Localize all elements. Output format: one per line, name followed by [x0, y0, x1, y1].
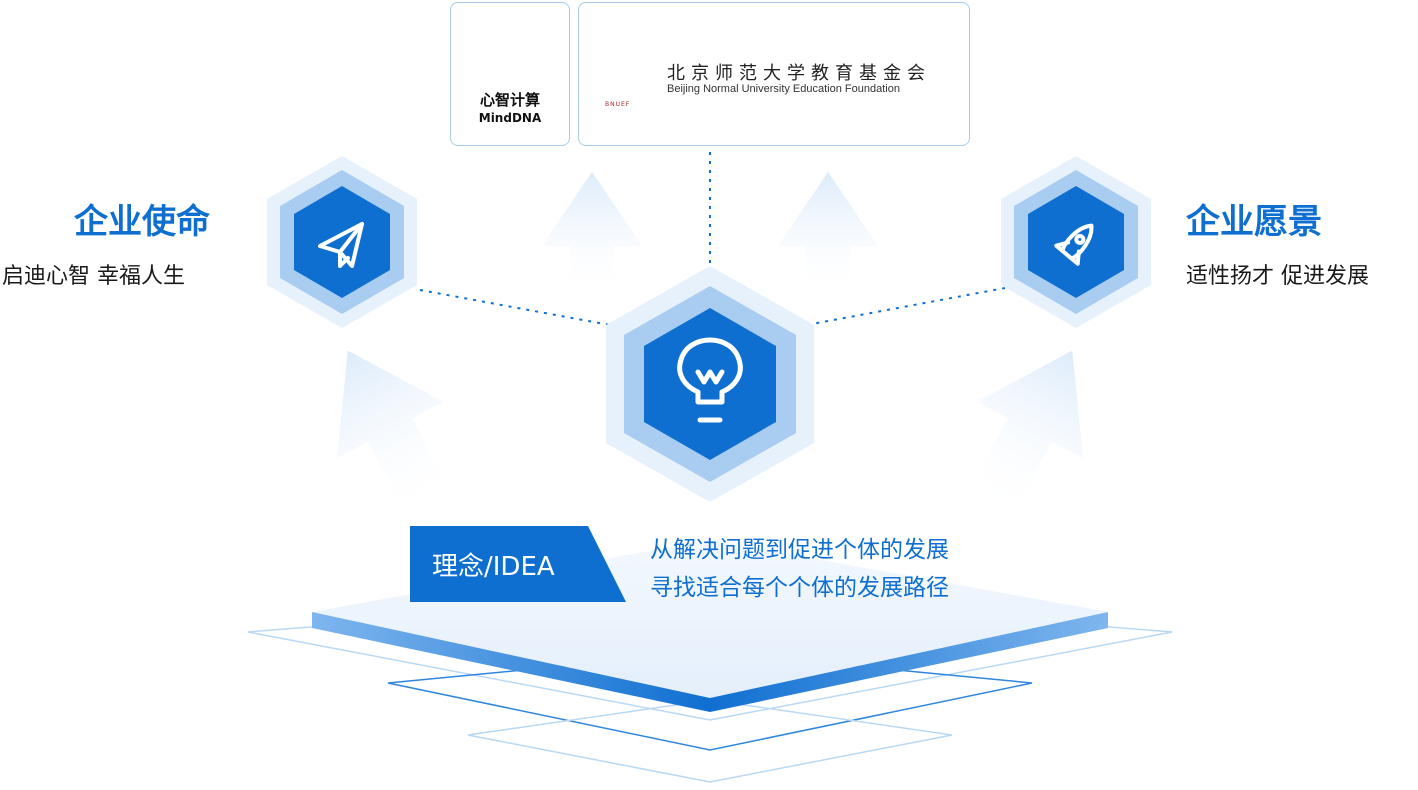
idea-line-1: 从解决问题到促进个体的发展 [650, 537, 949, 563]
bnu-seal-text: BNUEF [605, 101, 631, 108]
bnu-foundation-name-cn: 北京师范大学教育基金会 [667, 63, 931, 84]
vision-subtitle: 适性扬才 促进发展 [1186, 264, 1369, 289]
minddna-logo-en: MindDNA [478, 111, 542, 125]
bnu-foundation-name-en: Beijing Normal University Education Foun… [667, 83, 900, 95]
idea-banner [410, 526, 626, 602]
mission-hexagon [267, 156, 417, 328]
mission-title: 企业使命 [74, 202, 210, 242]
up-arrow-right [778, 172, 878, 300]
vision-title: 企业愿景 [1186, 202, 1322, 242]
mission-subtitle: 启迪心智 幸福人生 [2, 264, 185, 289]
diag-arrow-left [337, 350, 455, 522]
lightbulb-icon [677, 337, 743, 423]
idea-label: 理念/IDEA [432, 552, 555, 582]
idea-line-2: 寻找适合每个个体的发展路径 [650, 575, 949, 601]
paper-plane-icon [318, 222, 364, 268]
up-arrow-left [542, 172, 642, 300]
bnu-foundation-logo-card: 北京师范大学教育基金会 Beijing Normal University Ed… [578, 2, 970, 146]
dotted-connectors [419, 152, 1006, 326]
diag-arrow-right [965, 350, 1083, 522]
rocket-icon [1054, 223, 1094, 266]
minddna-logo-cn: 心智计算 [479, 91, 540, 109]
center-hexagon [606, 266, 814, 502]
minddna-logo-card: 心智计算 MindDNA [450, 2, 570, 146]
